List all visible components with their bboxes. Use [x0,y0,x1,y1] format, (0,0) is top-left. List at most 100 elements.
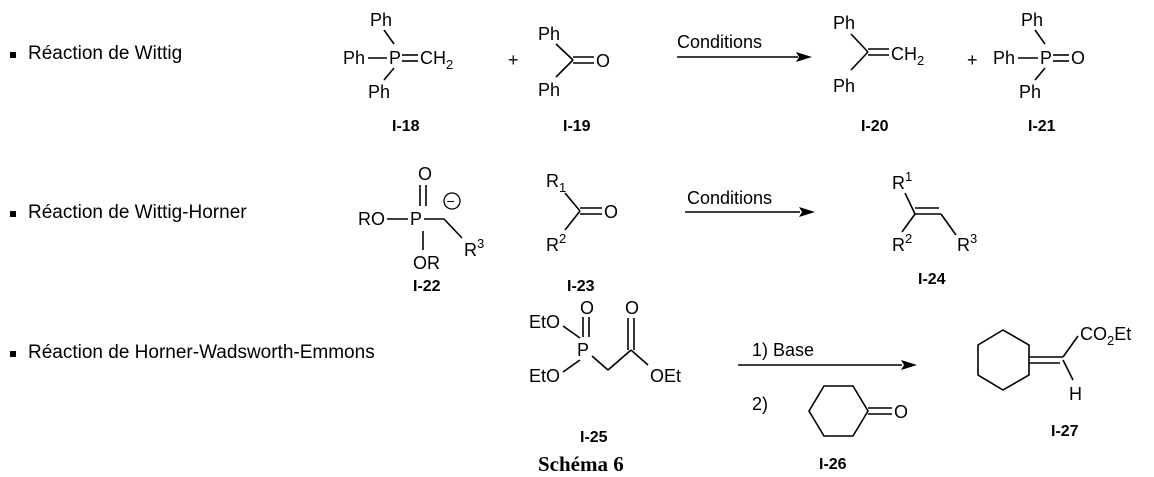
atom-p-i25: P [577,340,589,360]
compound-i19: Ph O Ph I-19 [538,24,610,135]
bond-i19-bottom [555,59,574,78]
bond-i27-co2et [1062,335,1079,358]
compound-i23: R1 O R2 I-23 [546,171,618,295]
bond-i24-r2 [901,213,916,233]
atom-p-i18: P [389,48,401,68]
atom-o-i26: O [894,402,908,422]
plus-2: + [967,50,978,70]
label-i24: I-24 [918,271,946,288]
atom-h-i27: H [1069,384,1082,404]
atom-p-i21: P [1040,48,1052,68]
label-i20: I-20 [861,118,889,135]
bond-i27-h [1062,359,1074,381]
compound-i18: Ph Ph P CH2 Ph I-18 [343,10,453,135]
bond-i25-pc [591,355,609,371]
arrow-head-2 [799,207,815,217]
label-i22: I-22 [413,278,441,295]
step1-base: 1) Base [752,340,814,360]
scheme-caption: Schéma 6 [538,452,624,476]
reaction-title-wittig: Réaction de Wittig [28,43,183,64]
ph-left-i21: Ph [993,48,1015,68]
bond-i25-eto2 [562,359,581,373]
arrow-wittig: Conditions [677,32,812,62]
cyclohexanone-ring [808,385,869,437]
arrow-head-3 [901,360,917,370]
step2-label: 2) [752,394,768,414]
r2-i24: R2 [892,231,912,255]
atom-o-i19: O [596,51,610,71]
conditions-wittig-horner: Conditions [687,188,772,208]
atom-p-i22: P [410,209,422,229]
bond-i19-top [555,43,574,61]
r1-i24: R1 [892,169,912,193]
ph-top-i20: Ph [833,13,855,33]
bond-i20-top [850,33,869,53]
reaction-title-wittig-horner: Réaction de Wittig-Horner [28,202,247,223]
ph-top-i19: Ph [538,24,560,44]
bullet-wittig-horner [10,211,16,217]
co2et-i27: CO2Et [1080,324,1131,348]
compound-i22: O RO P OR R3 − I-22 [358,164,484,295]
ph-bottom-i19: Ph [538,80,560,100]
bond-i18-bottom [383,67,395,81]
ro-i22: RO [358,209,385,229]
label-i25: I-25 [580,429,608,446]
atom-o-i21: O [1071,48,1085,68]
r3-i22: R3 [464,236,484,260]
label-i26: I-26 [819,456,847,473]
or-i22: OR [413,253,440,273]
compound-i21: Ph Ph P O Ph I-21 [993,10,1085,135]
ph-top-i18: Ph [370,10,392,30]
bond-i24-r3 [940,213,957,236]
arrow-hwe: 1) Base 2) [738,340,917,414]
label-i27: I-27 [1051,423,1079,440]
r3-i24: R3 [957,231,977,255]
bond-i25-coet [630,349,649,366]
bond-i18-top [383,29,395,45]
plus-1: + [508,50,519,70]
oet-i25: OEt [650,366,681,386]
ph-left-i18: Ph [343,48,365,68]
compound-i24: R1 R2 R3 I-24 [892,169,977,288]
bullet-hwe [10,351,16,357]
bond-i20-bottom [850,51,869,71]
bond-i24-r1 [904,192,916,215]
atom-o-p-i25: O [580,298,594,318]
eto-bottom-i25: EtO [529,366,560,386]
ch2-i20: CH2 [891,44,924,68]
reaction-title-hwe: Réaction de Horner-Wadsworth-Emmons [28,342,375,363]
compound-i26: O I-26 [808,385,908,473]
charge-circle-i22 [443,192,461,210]
bond-i21-top [1034,29,1046,45]
atom-o-i23: O [604,202,618,222]
label-i19: I-19 [563,118,591,135]
bond-i22-cr [443,218,463,239]
ph-bottom-i21: Ph [1019,82,1041,102]
ph-bottom-i18: Ph [368,82,390,102]
r1-i23: R1 [546,171,566,195]
cyclohexylidene-ring [977,329,1030,391]
bond-i23-bottom [564,210,581,231]
ch2-i18: CH2 [420,48,453,72]
label-i18: I-18 [392,118,420,135]
atom-o-c-i25: O [625,298,639,318]
bullet-wittig [10,52,16,58]
r2-i23: R2 [546,231,566,255]
arrow-head-1 [796,52,812,62]
charge-minus-i22: − [447,193,455,209]
atom-o-top-i22: O [418,164,432,184]
bond-i21-bottom [1034,67,1046,81]
compound-i27: CO2Et H I-27 [977,324,1131,440]
compound-i20: Ph CH2 Ph I-20 [833,13,924,135]
conditions-wittig: Conditions [677,32,762,52]
label-i21: I-21 [1028,118,1056,135]
label-i23: I-23 [567,278,595,295]
bond-i25-cc [607,349,632,371]
bond-i23-top [564,192,581,212]
arrow-wittig-horner: Conditions [685,188,815,217]
bond-i25-eto1 [562,325,581,339]
eto-top-i25: EtO [529,312,560,332]
ph-bottom-i20: Ph [833,76,855,96]
